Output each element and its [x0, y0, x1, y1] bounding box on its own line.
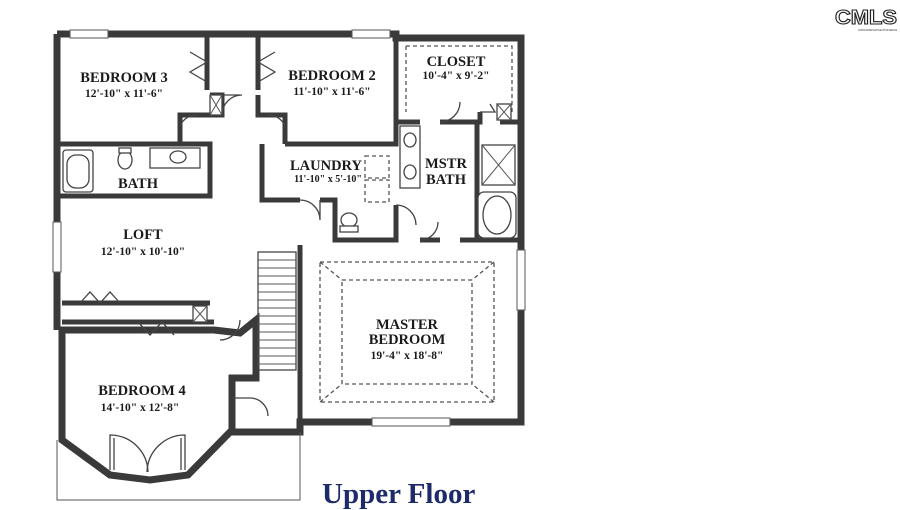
bedroom2-name: BEDROOM 2	[288, 68, 375, 84]
floor-title: Upper Floor	[322, 478, 475, 510]
logo-text: CMLS	[835, 7, 897, 29]
bay-french-doors	[109, 434, 186, 473]
tray-ceiling	[319, 261, 495, 403]
master-size: 19'-4" x 18'-8"	[371, 350, 444, 362]
master-name-line1: MASTER	[376, 317, 439, 333]
laundry-size: 11'-10" x 5'-10"	[294, 174, 362, 185]
mstr-bath-name-line1: MSTR	[425, 156, 467, 172]
logo-tagline: CONSOLIDATED MULTIPLE LISTING SERVICE	[858, 28, 897, 32]
loft-size: 12'-10" x 10'-10"	[101, 246, 185, 258]
fixtures	[62, 94, 517, 323]
bath-name: BATH	[118, 176, 159, 192]
bedroom4-size: 14'-10" x 12'-8"	[101, 402, 180, 414]
closet-name: CLOSET	[427, 54, 486, 70]
interior-walls	[57, 34, 521, 422]
stairs	[257, 251, 297, 371]
bedroom3-size: 12'-10" x 11'-6"	[85, 88, 163, 100]
closet-size: 10'-4" x 9'-2"	[422, 70, 489, 82]
laundry-appliances	[364, 155, 390, 203]
cmls-logo: CMLS CONSOLIDATED MULTIPLE LISTING SERVI…	[834, 6, 897, 32]
doors	[79, 51, 497, 417]
master-name-line2: BEDROOM	[369, 332, 446, 348]
mstr-bath-name-line2: BATH	[426, 172, 467, 188]
exterior-walls	[53, 30, 525, 501]
windows	[52, 29, 526, 427]
bedroom4-name: BEDROOM 4	[98, 383, 185, 399]
closet-shelving	[405, 45, 513, 112]
laundry-name: LAUNDRY	[290, 158, 363, 174]
bedroom2-size: 11'-10" x 11'-6"	[293, 86, 370, 98]
bedroom3-name: BEDROOM 3	[80, 70, 167, 86]
loft-name: LOFT	[123, 227, 163, 243]
